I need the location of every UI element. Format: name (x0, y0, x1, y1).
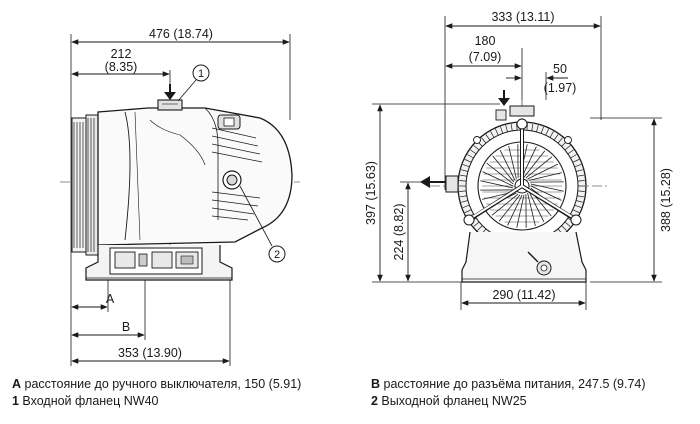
dim-frame-height: 388 (15.28) (659, 168, 673, 232)
dim-inlet-offset-mm: 212 (111, 47, 132, 61)
dim-base-width: 290 (11.42) (492, 288, 555, 302)
dim-inlet-side-mm: 50 (553, 62, 567, 76)
dim-overall-length: 476 (18.74) (149, 27, 213, 41)
legend-item-2: 2 Выходной фланец NW25 (371, 394, 527, 408)
callout-1: 1 (192, 64, 210, 82)
front-inlet-arrow-icon (498, 90, 510, 106)
legend-item-b: B расстояние до разъёма питания, 247.5 (… (371, 377, 646, 391)
inlet-arrow-icon (164, 84, 176, 100)
side-view (60, 34, 300, 366)
dim-label-b: B (122, 320, 130, 334)
svg-text:1: 1 (198, 68, 204, 80)
front-dimension-lines (377, 23, 657, 306)
exhaust-arrow-icon (420, 176, 446, 188)
dim-inlet-offset-in: (8.35) (105, 60, 138, 74)
legend-left: A расстояние до ручного выключателя, 150… (12, 376, 301, 410)
side-dimension-lines (71, 39, 290, 364)
dim-base-length: 353 (13.90) (118, 346, 182, 360)
legend-right: B расстояние до разъёма питания, 247.5 (… (371, 376, 646, 410)
dim-exhaust-height: 224 (8.82) (392, 204, 406, 261)
dim-label-a: A (106, 292, 115, 306)
front-view (372, 16, 662, 310)
callout-2: 2 (268, 245, 286, 263)
dim-inlet-side-in: (1.97) (544, 81, 577, 95)
dim-overall-width: 333 (13.11) (491, 10, 554, 24)
dim-overall-height: 397 (15.63) (364, 161, 378, 225)
legend-item-a: A расстояние до ручного выключателя, 150… (12, 377, 302, 391)
svg-text:2: 2 (274, 249, 280, 261)
legend-item-1: 1 Входной фланец NW40 (12, 394, 159, 408)
dim-width-offset-in: (7.09) (469, 50, 502, 64)
dim-width-offset-mm: 180 (475, 34, 496, 48)
